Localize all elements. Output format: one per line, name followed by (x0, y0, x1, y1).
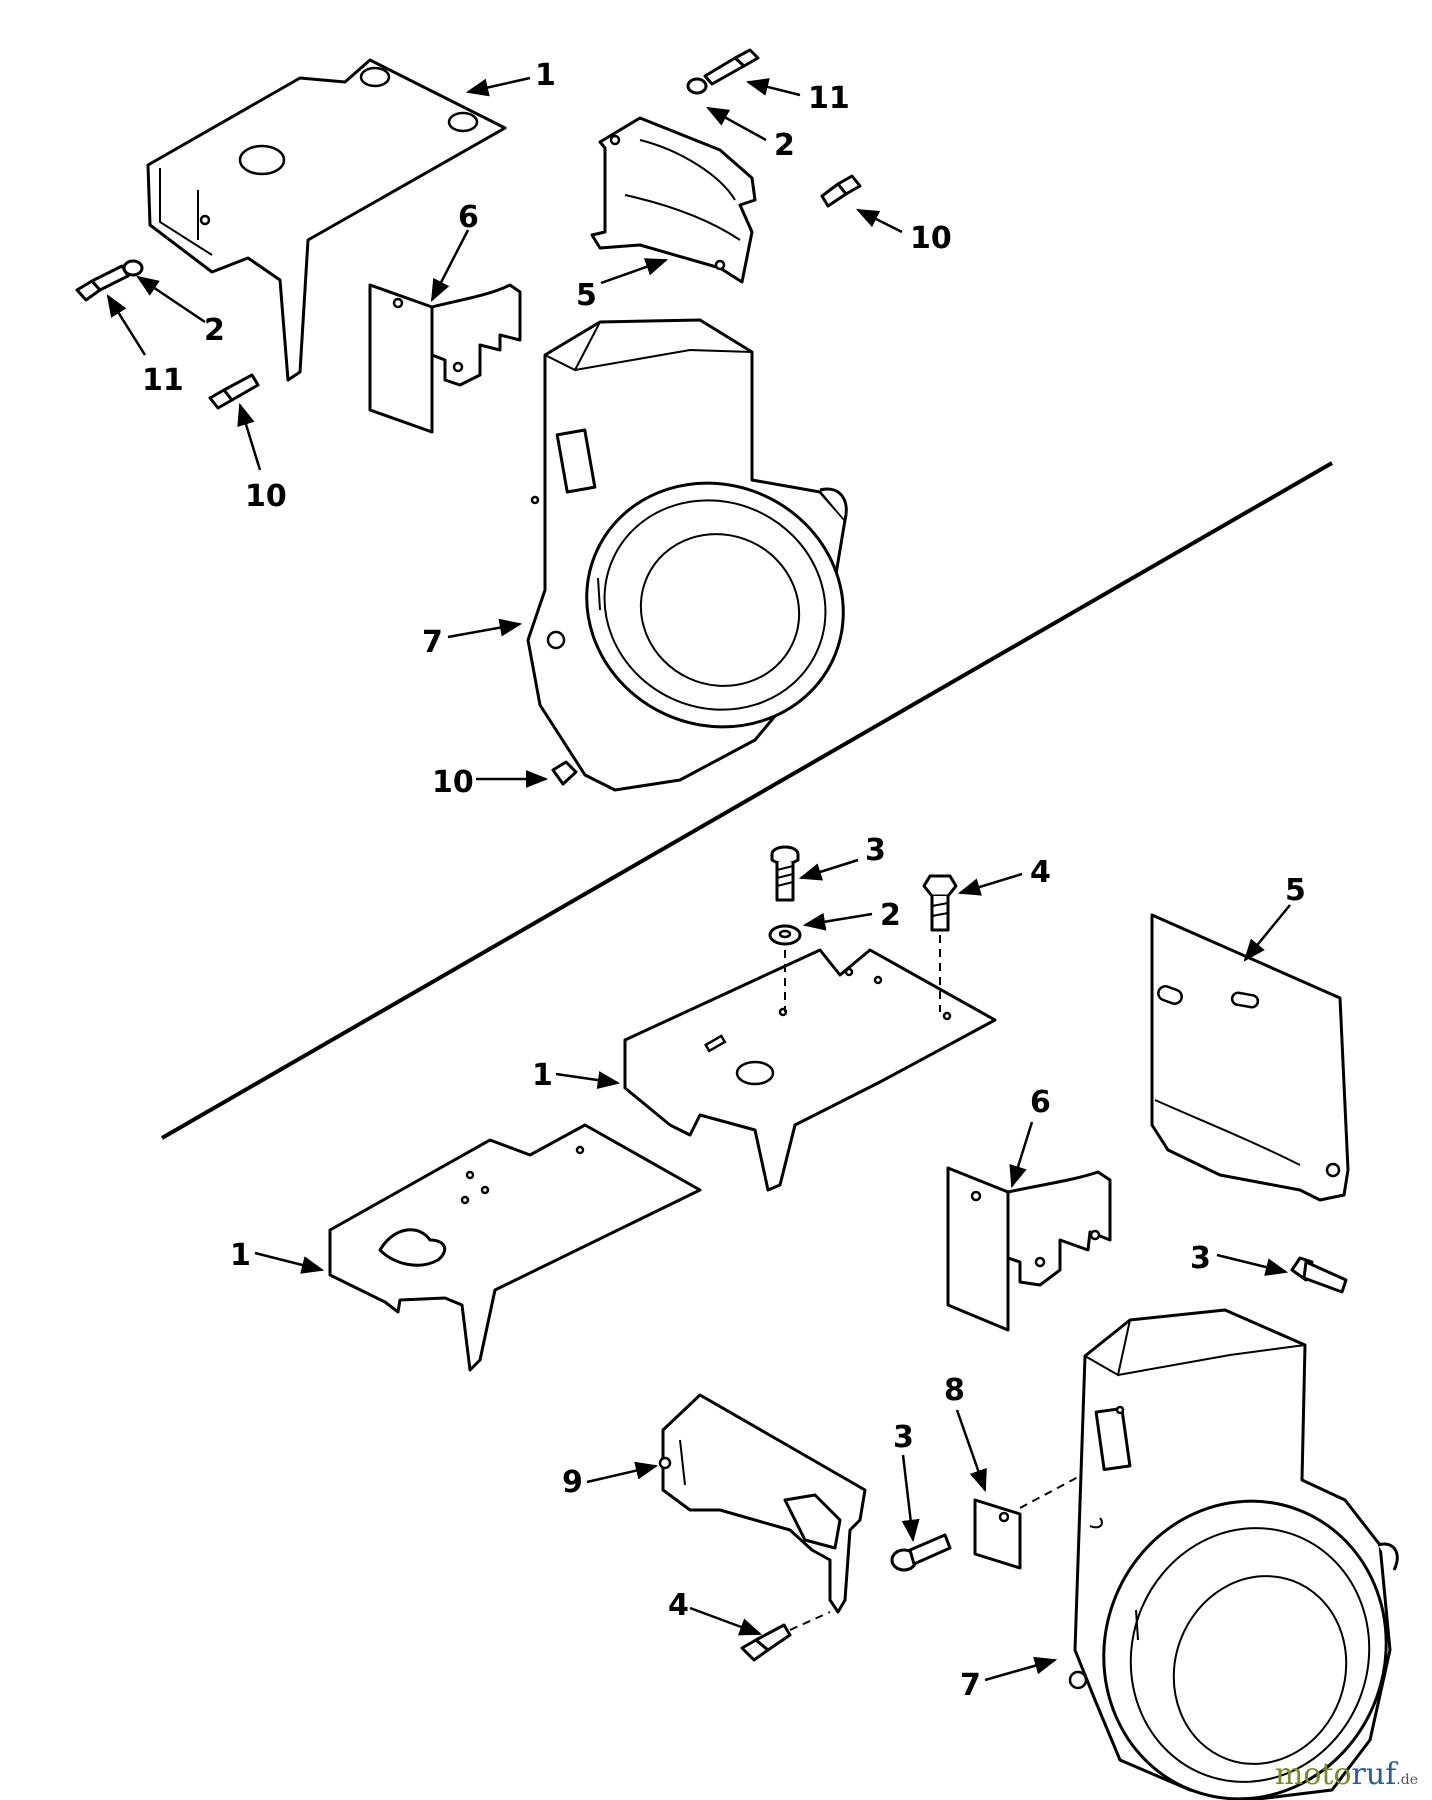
callout-2-bottom: 2 (880, 898, 901, 933)
callout-11-top-left: 11 (142, 363, 184, 398)
callout-4-bottom-lower: 4 (668, 1588, 689, 1623)
watermark-tld: .de (1396, 1772, 1418, 1788)
screw-part-10-left (208, 373, 260, 410)
callout-4-bottom-upper: 4 (1030, 855, 1051, 890)
callout-3-bottom-right: 3 (1190, 1241, 1211, 1276)
screw-part-11-left (75, 264, 130, 302)
callout-2-top-left: 2 (204, 313, 225, 348)
callout-7-bottom: 7 (960, 1668, 981, 1703)
screw-part-4-lower (740, 1623, 792, 1662)
baffle-part-5-top (590, 116, 757, 284)
washer-part-2-bottom (768, 924, 802, 946)
blower-housing-part-7-bottom (1068, 1308, 1399, 1800)
callout-6-bottom: 6 (1030, 1085, 1051, 1120)
callout-11-top-right: 11 (808, 81, 850, 116)
watermark-part-1: moto (1274, 1757, 1352, 1792)
plate-part-8 (973, 1498, 1022, 1570)
callouts-bottom: 3 2 4 5 1 6 1 3 8 3 9 4 7 (230, 833, 1306, 1703)
bracket-part-1-lower-plate (328, 1123, 702, 1372)
callout-2-top-right: 2 (774, 128, 795, 163)
washer-part-2-right (686, 77, 708, 95)
callout-5-bottom: 5 (1285, 873, 1306, 908)
callout-9-bottom: 9 (562, 1465, 583, 1500)
baffle-part-5-bottom (1150, 913, 1350, 1202)
callout-10-top-bottom: 10 (432, 765, 474, 800)
watermark-part-2: ruf (1351, 1757, 1397, 1792)
callout-3-bottom-upper: 3 (865, 833, 886, 868)
callout-7-top: 7 (422, 625, 443, 660)
callout-10-top-left: 10 (245, 479, 287, 514)
shield-part-6-top (368, 283, 522, 434)
callout-10-top-right: 10 (910, 221, 952, 256)
blower-housing-part-7-top (526, 318, 848, 792)
callout-6-top: 6 (458, 200, 479, 235)
callouts-top: 1 11 2 10 5 6 2 11 10 7 10 (106, 58, 952, 800)
screw-part-4-upper (922, 874, 958, 932)
baffle-part-9 (658, 1393, 867, 1614)
watermark-logo: motoruf.de (1275, 1757, 1418, 1792)
bracket-part-1-upper-plate (623, 948, 997, 1192)
callout-1-bottom-upper: 1 (532, 1058, 553, 1093)
callout-1-bottom-lower: 1 (230, 1238, 251, 1273)
screw-part-3-lower (890, 1533, 952, 1572)
screw-part-3-right (1290, 1256, 1348, 1294)
screw-part-10-bottom (551, 760, 578, 786)
screw-part-10-right (820, 174, 862, 208)
section-divider-line (161, 461, 1333, 1140)
screw-part-11-right (703, 48, 760, 86)
washer-part-2-left (122, 259, 144, 277)
callout-3-bottom-lower: 3 (893, 1420, 914, 1455)
callout-1-top: 1 (535, 58, 556, 93)
screw-part-3-upper (770, 845, 800, 902)
assembly-guide-line-3 (789, 1611, 831, 1631)
shield-part-6-bottom (946, 1166, 1112, 1332)
callout-5-top: 5 (576, 278, 597, 313)
callout-8-bottom: 8 (944, 1373, 965, 1408)
bracket-part-1-top (146, 58, 507, 382)
